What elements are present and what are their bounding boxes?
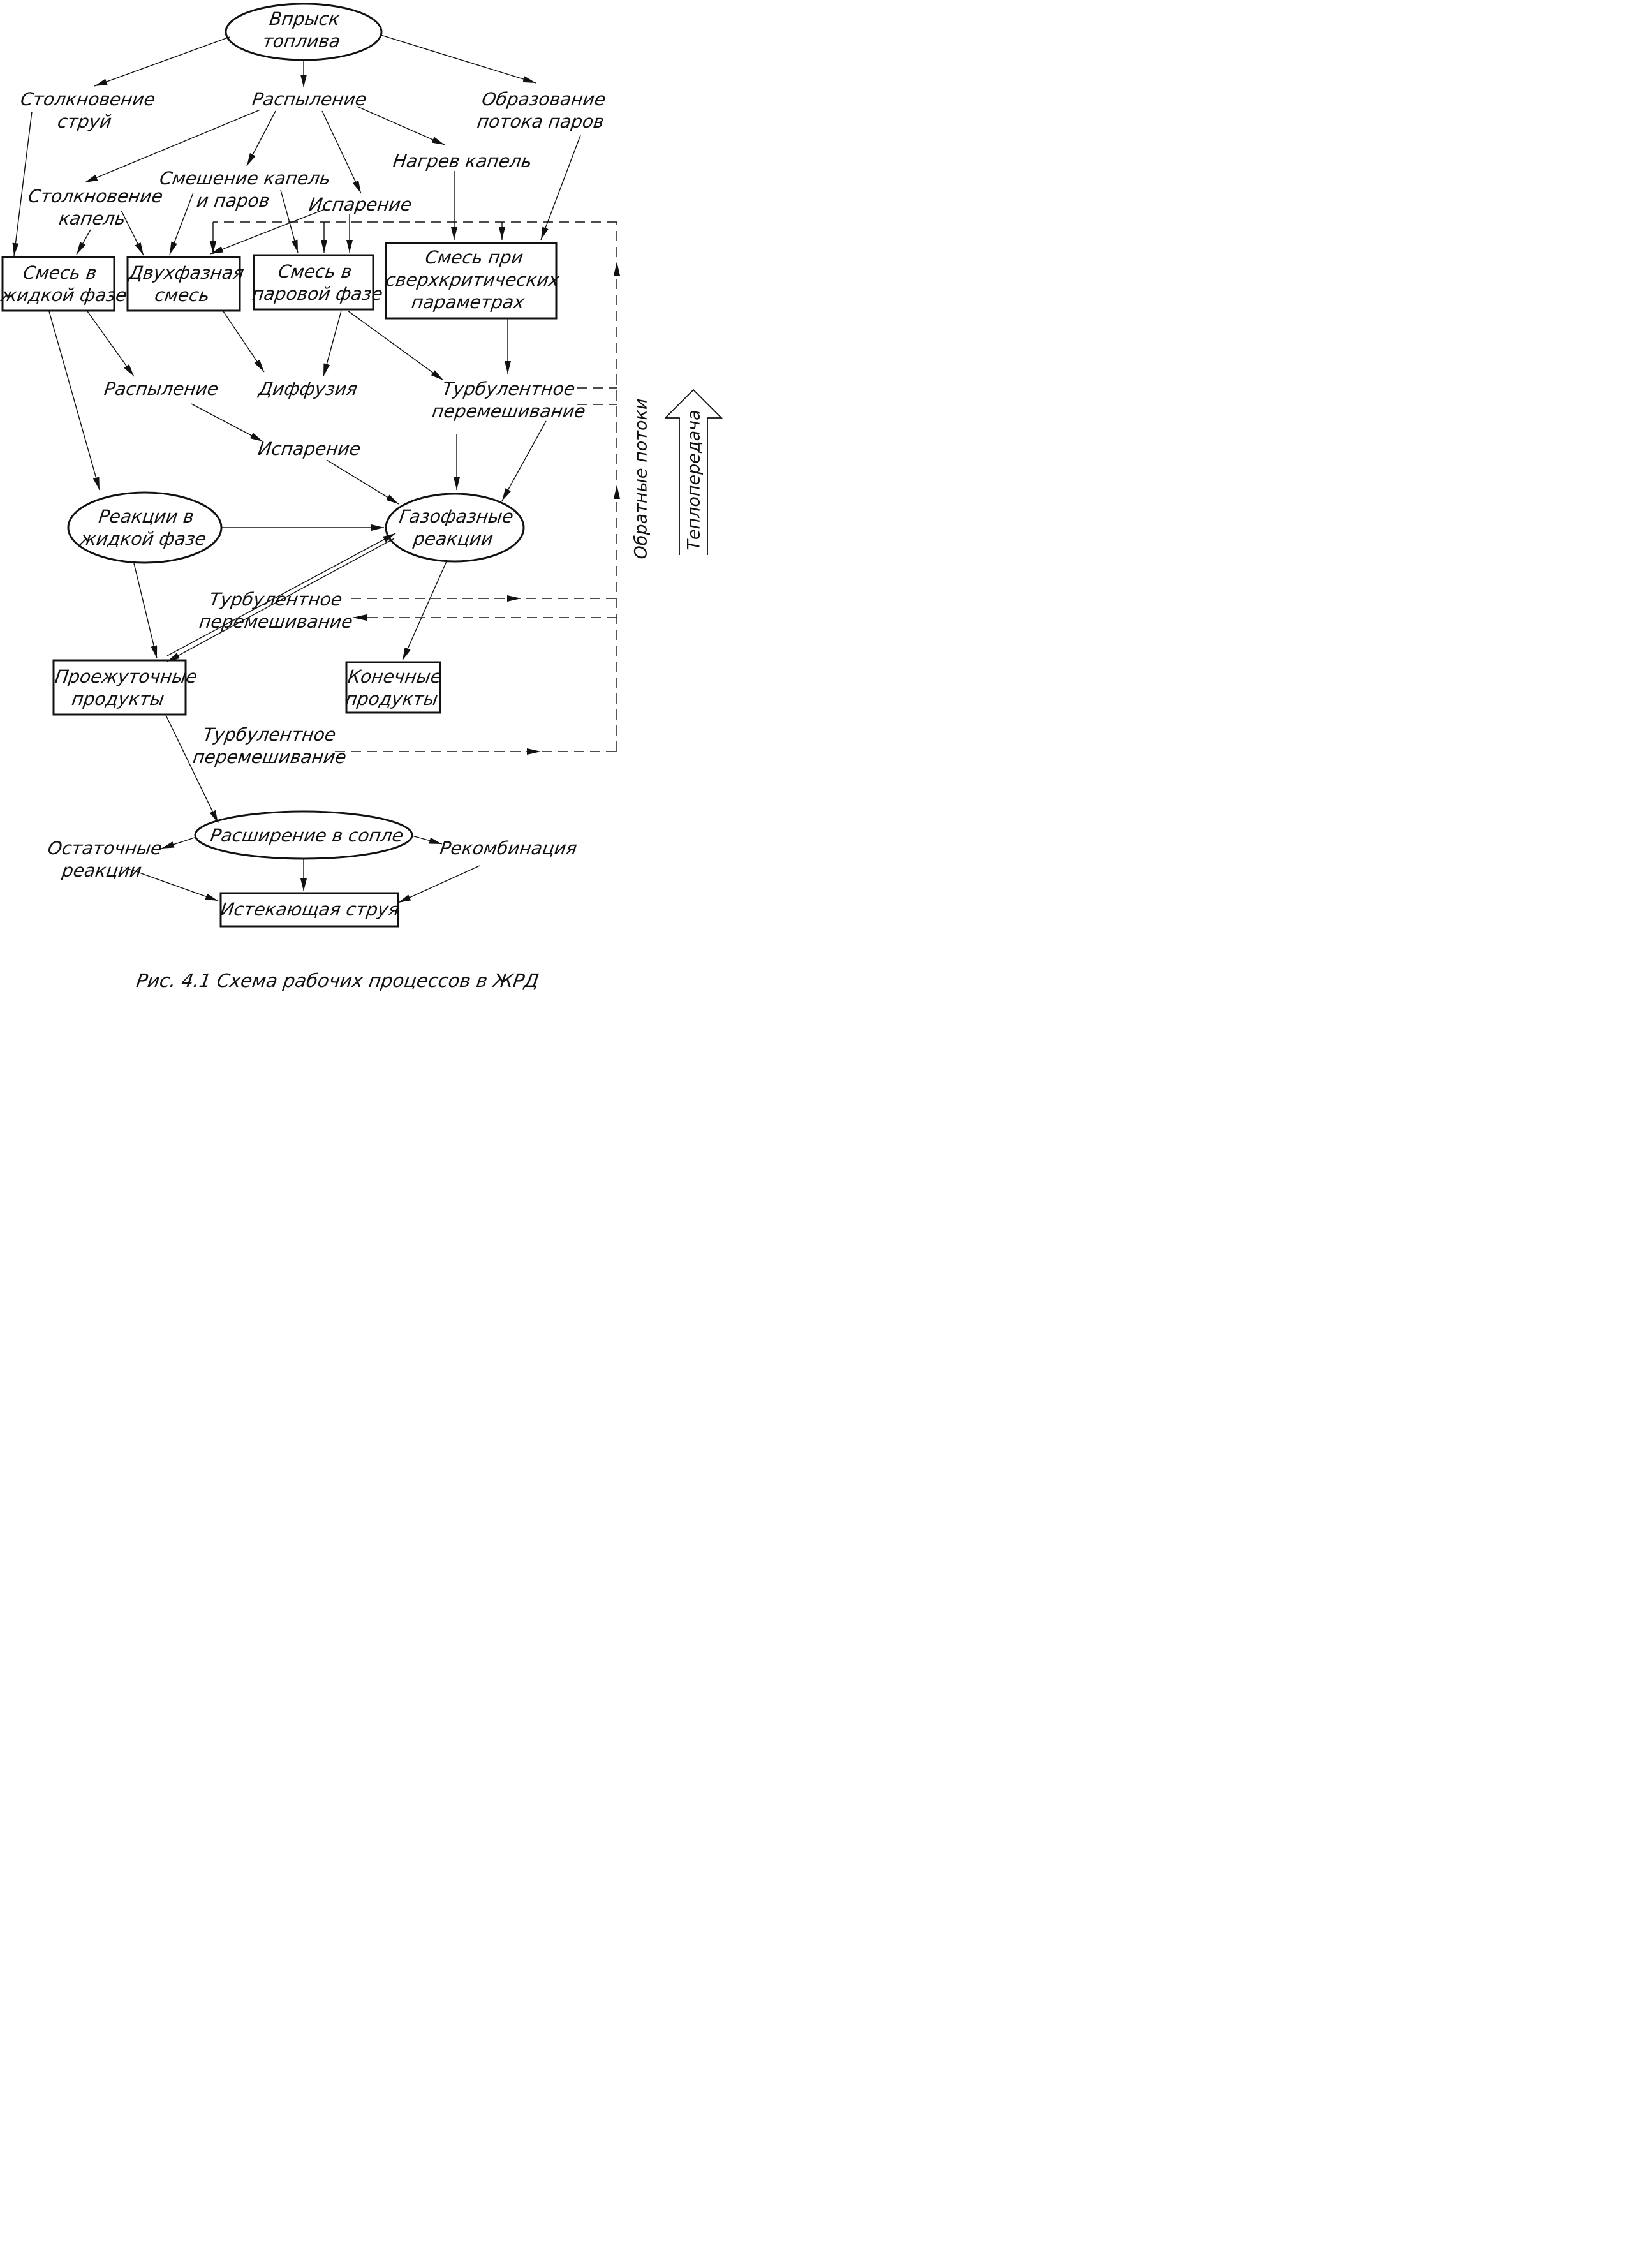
arrow-turbulent-to-gas-reactions-b (501, 420, 547, 501)
label-nozzle-expansion: Расширение в сопле (209, 825, 405, 846)
arrow-atomization-to-droplet-collision (84, 109, 261, 183)
process-diagram (1, 3, 723, 928)
arrow-jet-collision-to-liquid-mix (12, 111, 33, 256)
label-exhaust-jet: Истекающая струя (219, 899, 401, 920)
exhaust-jet-box (219, 892, 399, 928)
arrow-evaporation-to-gas-reactions (326, 459, 399, 505)
fuel-injection-ellipse (225, 3, 383, 61)
arrow-gas-reactions-to-intermediate (166, 538, 395, 662)
arrowhead-dashed-right-mid (507, 595, 521, 602)
supercritical-mix-box (385, 242, 558, 320)
intermediate-products-box (52, 659, 187, 716)
arrow-residual-to-exhaust (124, 867, 219, 901)
arrow-mixing-to-two-phase (169, 192, 194, 255)
arrow-liquid-reactions-to-intermediate (133, 563, 158, 659)
arrow-vapor-mix-to-diffusion (323, 310, 342, 377)
arrow-nozzle-to-residual (161, 836, 197, 849)
label-reverse-flows: Обратные потоки (631, 398, 651, 560)
arrowhead-dashed-up-1 (614, 262, 620, 276)
arrow-atomization-to-evaporation-mid (191, 403, 263, 442)
arrow-atomization-to-mixing (246, 110, 276, 167)
label-recombination: Рекомбинация (438, 838, 579, 859)
final-products-box (345, 661, 441, 714)
arrow-atomization-to-evaporation (321, 110, 362, 194)
gas-reactions-ellipse (385, 493, 525, 563)
arrow-vapor-mix-to-turbulent (347, 310, 444, 381)
arrow-intermediate-to-gas-reactions (166, 533, 396, 656)
arrow-evaporation-to-two-phase (210, 209, 325, 255)
liquid-reactions-ellipse (67, 491, 223, 564)
arrow-atomization-to-heating (357, 106, 445, 145)
arrow-recombination-to-exhaust (397, 865, 480, 903)
label-droplet-heating: Нагрев капель (392, 151, 533, 172)
arrow-liquid-mix-to-atomization (87, 311, 135, 377)
arrowhead-dashed-left-mid (353, 614, 367, 621)
two-phase-mix-box (126, 256, 241, 312)
arrow-two-phase-to-diffusion (223, 311, 265, 373)
arrow-droplet-collision-to-two-phase (121, 210, 144, 256)
arrow-vapor-flow-to-supercritical (540, 135, 581, 241)
label-atomization-top: Распыление (251, 89, 368, 110)
arrow-gas-reactions-to-final (402, 561, 447, 661)
arrowhead-dashed-up-2 (614, 485, 620, 499)
nozzle-expansion-ellipse (194, 810, 413, 860)
heat-transfer-arrow (665, 389, 723, 555)
label-atomization-mid: Распыление (103, 378, 220, 399)
vapor-mix-box (253, 254, 374, 311)
figure-caption: Рис. 4.1 Схема рабочих процессов в ЖРД (135, 970, 541, 991)
arrow-mixing-to-vapor-mix (280, 189, 299, 253)
label-evaporation-mid: Испарение (256, 438, 362, 459)
arrow-liquid-mix-to-liquid-reactions (48, 311, 100, 491)
label-evaporation-top: Испарение (307, 194, 413, 215)
arrow-intermediate-to-nozzle (165, 715, 219, 824)
arrow-droplet-collision-to-liquid-mix (76, 229, 91, 255)
label-heat-transfer: Теплопередача (684, 410, 704, 551)
liquid-mix-box (1, 256, 115, 312)
label-diffusion: Диффузия (257, 378, 359, 399)
arrowhead-dashed-right-bottom (527, 748, 541, 755)
arrow-injection-to-jet-collision (94, 36, 230, 87)
arrow-injection-to-vapor-flow (380, 34, 536, 84)
arrow-nozzle-to-recombination (411, 835, 443, 845)
